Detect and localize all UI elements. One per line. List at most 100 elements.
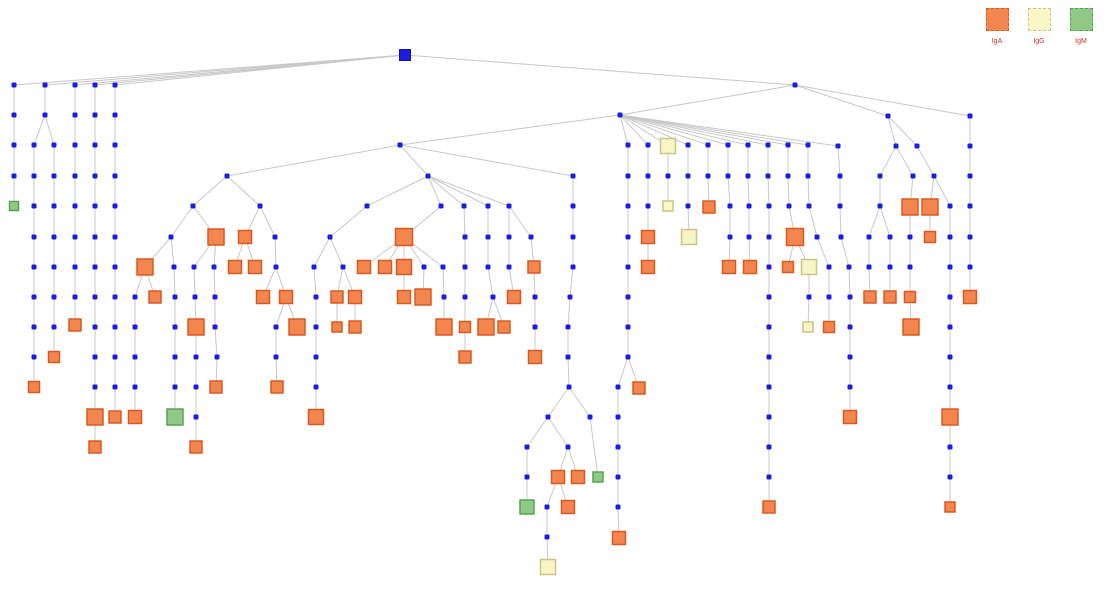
tree-node-cell[interactable] [313,384,319,390]
tree-node-iga[interactable] [270,380,284,394]
tree-node-iga[interactable] [527,260,541,274]
tree-node-cell[interactable] [947,324,953,330]
tree-node-iga[interactable] [88,440,102,454]
tree-node-cell[interactable] [914,143,920,149]
tree-node-cell[interactable] [877,203,883,209]
tree-node-cell[interactable] [42,112,48,118]
tree-node-cell[interactable] [725,142,731,148]
tree-node-cell[interactable] [615,444,621,450]
tree-node-iga[interactable] [785,227,805,247]
tree-node-cell[interactable] [765,173,771,179]
tree-node-cell[interactable] [835,143,841,149]
tree-node-cell[interactable] [565,354,571,360]
tree-node-cell[interactable] [11,82,17,88]
tree-node-cell[interactable] [72,142,78,148]
tree-node-iga[interactable] [527,349,543,365]
tree-node-cell[interactable] [625,324,631,330]
tree-node-cell[interactable] [193,384,199,390]
tree-node-cell[interactable] [625,264,631,270]
tree-node-cell[interactable] [441,294,447,300]
tree-node-cell[interactable] [877,173,883,179]
tree-node-cell[interactable] [528,234,534,240]
tree-node-iga[interactable] [414,288,432,306]
tree-node-cell[interactable] [172,324,178,330]
tree-node-cell[interactable] [766,234,772,240]
tree-node-cell[interactable] [313,294,319,300]
tree-node-cell[interactable] [766,474,772,480]
tree-node-cell[interactable] [645,203,651,209]
tree-node-iga[interactable] [901,198,919,216]
tree-node-cell[interactable] [785,142,791,148]
tree-node-cell[interactable] [112,234,118,240]
tree-node-cell[interactable] [172,294,178,300]
tree-node-iga[interactable] [348,320,362,334]
tree-node-cell[interactable] [132,294,138,300]
tree-node-cell[interactable] [524,474,530,480]
tree-node-cell[interactable] [421,264,427,270]
tree-node-cell[interactable] [645,142,651,148]
tree-node-cell[interactable] [51,142,57,148]
tree-node-cell[interactable] [438,203,444,209]
tree-node-cell[interactable] [826,294,832,300]
tree-node-cell[interactable] [625,234,631,240]
tree-node-cell[interactable] [112,82,118,88]
tree-node-cell[interactable] [192,294,198,300]
tree-node-cell[interactable] [745,173,751,179]
tree-node-igg[interactable] [680,228,698,246]
tree-node-cell[interactable] [544,504,550,510]
tree-node-cell[interactable] [461,203,467,209]
tree-node-cell[interactable] [967,143,973,149]
tree-node-iga[interactable] [902,318,920,336]
tree-node-iga[interactable] [356,259,372,275]
tree-node-cell[interactable] [92,142,98,148]
tree-node-iga[interactable] [560,499,576,515]
tree-node-cell[interactable] [92,324,98,330]
tree-node-iga[interactable] [207,228,225,246]
tree-node-igm[interactable] [166,408,184,426]
tree-node-cell[interactable] [31,264,37,270]
tree-node-cell[interactable] [766,414,772,420]
tree-node-cell[interactable] [792,82,798,88]
tree-node-igg[interactable] [659,137,677,155]
tree-node-cell[interactable] [625,142,631,148]
tree-node-cell[interactable] [92,384,98,390]
tree-node-cell[interactable] [838,234,844,240]
tree-node-igm[interactable] [519,499,535,515]
tree-node-cell[interactable] [617,112,623,118]
tree-node-cell[interactable] [112,324,118,330]
tree-node-cell[interactable] [766,324,772,330]
tree-node-cell[interactable] [625,173,631,179]
tree-node-cell[interactable] [587,414,593,420]
tree-node-iga[interactable] [903,290,917,304]
tree-node-cell[interactable] [570,203,576,209]
tree-node-cell[interactable] [31,173,37,179]
tree-node-iga[interactable] [47,350,61,364]
tree-node-cell[interactable] [866,234,872,240]
tree-node-cell[interactable] [168,234,174,240]
tree-node-cell[interactable] [440,264,446,270]
tree-node-cell[interactable] [947,474,953,480]
tree-node-cell[interactable] [51,234,57,240]
tree-node-cell[interactable] [397,142,403,148]
tree-node-iga[interactable] [458,320,472,334]
tree-node-cell[interactable] [31,354,37,360]
tree-node-iga[interactable] [209,380,223,394]
tree-node-cell[interactable] [172,354,178,360]
tree-node-cell[interactable] [51,264,57,270]
tree-node-iga[interactable] [377,259,393,275]
tree-node-cell[interactable] [615,414,621,420]
tree-node-cell[interactable] [566,384,572,390]
tree-node-cell[interactable] [625,294,631,300]
tree-node-iga[interactable] [570,469,586,485]
tree-node-iga[interactable] [68,318,82,332]
tree-node-iga[interactable] [394,227,414,247]
tree-node-iga[interactable] [640,259,656,275]
tree-node-iga[interactable] [822,320,836,334]
tree-node-cell[interactable] [313,324,319,330]
tree-node-cell[interactable] [967,113,973,119]
tree-node-iga[interactable] [762,500,776,514]
tree-node-iga[interactable] [136,258,154,276]
tree-node-cell[interactable] [765,142,771,148]
tree-node-cell[interactable] [665,173,671,179]
tree-node-iga[interactable] [255,289,271,305]
